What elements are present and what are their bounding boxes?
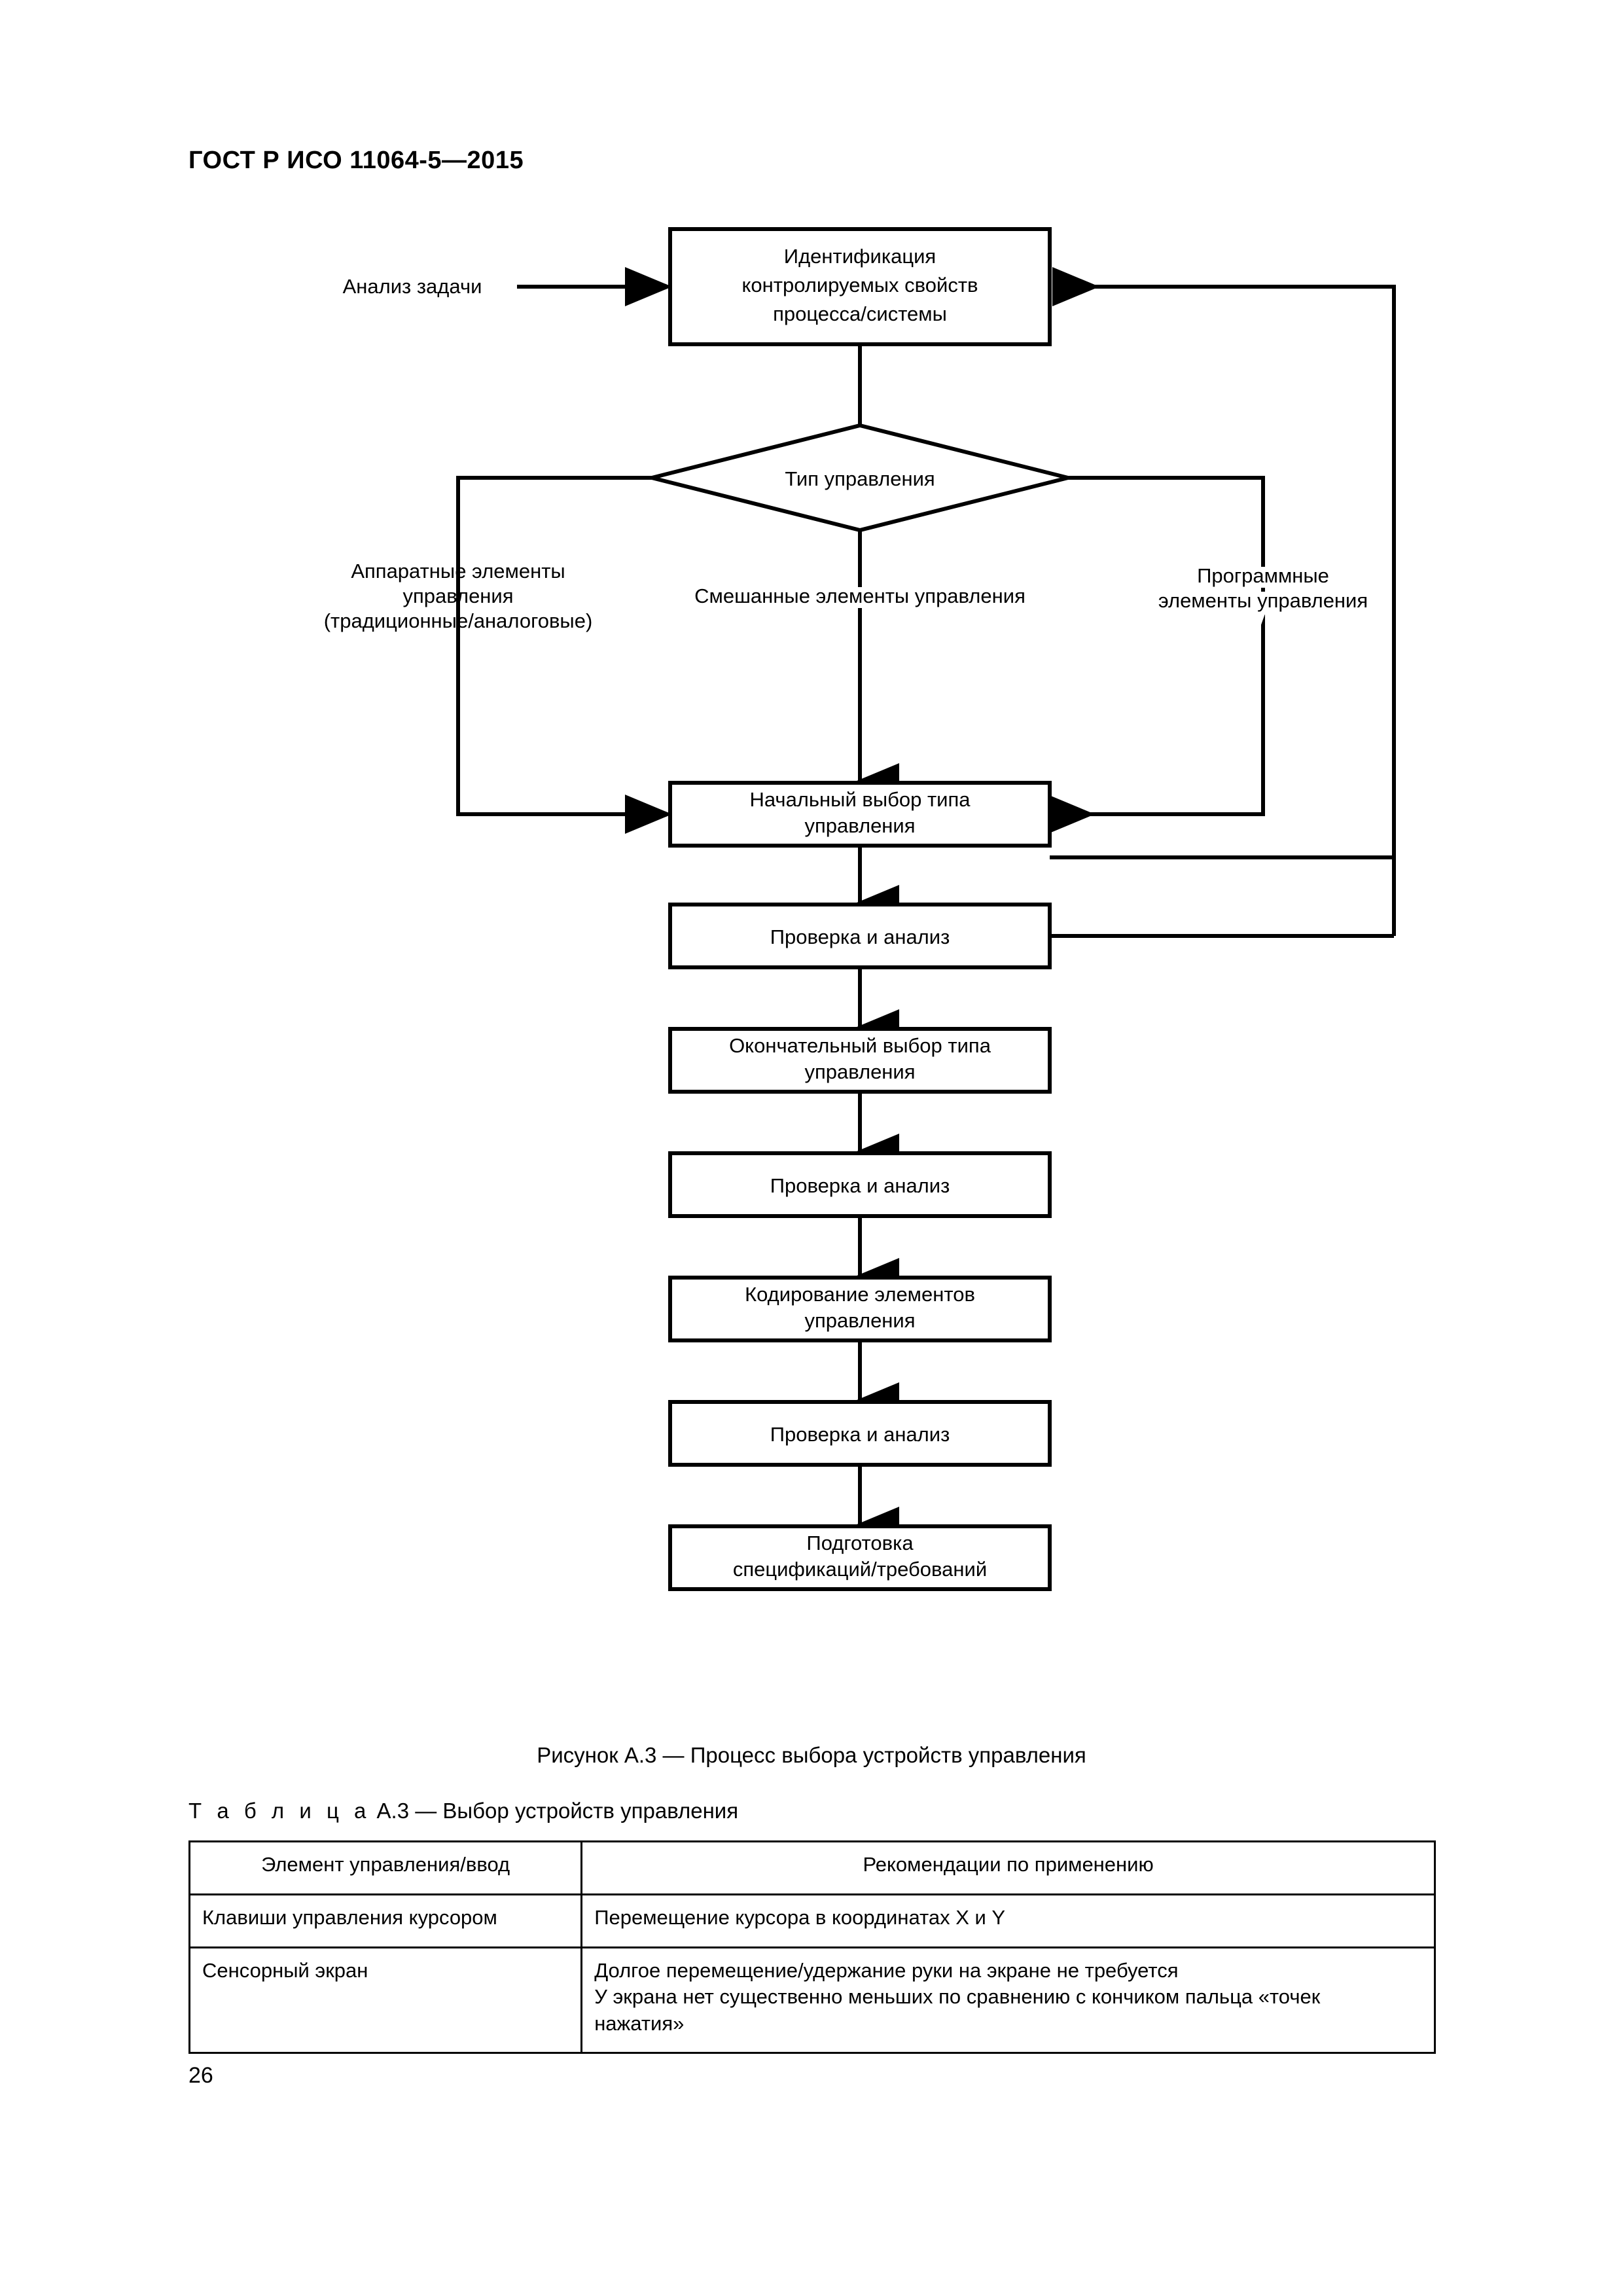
node-identification-line-3: процесса/системы xyxy=(773,302,947,325)
table-cell-control: Сенсорный экран xyxy=(188,1946,583,2054)
table-header-control: Элемент управления/ввод xyxy=(188,1840,583,1895)
node-final-choice xyxy=(668,1027,1052,1094)
table-row: Клавиши управления курсором Перемещение … xyxy=(188,1893,1436,1948)
node-check-2-label: Проверка и анализ xyxy=(770,1174,950,1197)
node-preparation-line-1: Подготовка xyxy=(806,1532,914,1554)
node-check-1-label: Проверка и анализ xyxy=(770,925,950,948)
node-check-3-label: Проверка и анализ xyxy=(770,1423,950,1446)
node-initial-choice xyxy=(668,781,1052,848)
table-cell-recommendation-line: Перемещение курсора в координатах X и Y xyxy=(594,1906,1006,1929)
table-cell-recommendation: Долгое перемещение/удержание руки на экр… xyxy=(580,1946,1436,2054)
node-check-3 xyxy=(668,1400,1052,1467)
branch-right-label-line-2: элементы управления xyxy=(1158,589,1368,612)
branch-right-software-path xyxy=(1048,476,1265,834)
node-identification-line-2: контролируемых свойств xyxy=(741,274,978,296)
branch-right-label-line-1: Программные xyxy=(1197,564,1329,587)
table-header-row: Элемент управления/ввод Рекомендации по … xyxy=(188,1840,1436,1895)
page-number: 26 xyxy=(188,2063,213,2088)
node-final-choice-line-2: управления xyxy=(804,1060,915,1083)
flowchart-figure-a3: Анализ задачи Идентификация контролируем… xyxy=(324,227,1396,1591)
table-row: Сенсорный экран Долгое перемещение/удерж… xyxy=(188,1946,1436,2054)
node-identification-line-1: Идентификация xyxy=(784,245,936,268)
branch-left-hardware-path xyxy=(456,476,672,834)
table-cell-recommendation-line: У экрана нет существенно меньших по срав… xyxy=(594,1985,1321,2009)
table-cell-recommendation-line: Долгое перемещение/удержание руки на экр… xyxy=(594,1959,1179,1982)
table-caption-rest: А.3 — Выбор устройств управления xyxy=(370,1799,739,1823)
table-cell-recommendation: Перемещение курсора в координатах X и Y xyxy=(580,1893,1436,1948)
branch-middle-label: Смешанные элементы управления xyxy=(694,584,1026,607)
table-caption-prefix: Т а б л и ц а xyxy=(188,1799,371,1823)
table-cell-control: Клавиши управления курсором xyxy=(188,1893,583,1948)
node-coding xyxy=(668,1276,1052,1342)
node-final-choice-line-1: Окончательный выбор типа xyxy=(729,1034,991,1057)
table-cell-recommendation-line: нажатия» xyxy=(594,2011,685,2035)
node-coding-line-1: Кодирование элементов xyxy=(745,1283,975,1306)
branch-left-label-line-3: (традиционные/аналоговые) xyxy=(324,609,593,632)
node-decision-label: Тип управления xyxy=(785,467,935,490)
branch-left-label-line-1: Аппаратные элементы xyxy=(351,560,565,583)
node-preparation-line-2: спецификаций/требований xyxy=(733,1558,987,1581)
figure-caption-a3: Рисунок А.3 — Процесс выбора устройств у… xyxy=(537,1743,1086,1767)
branch-left-label-line-2: управления xyxy=(402,584,513,607)
table-a3-control-devices: Элемент управления/ввод Рекомендации по … xyxy=(188,1840,1436,2054)
node-coding-line-2: управления xyxy=(804,1309,915,1332)
document-header-standard-number: ГОСТ Р ИСО 11064-5—2015 xyxy=(188,147,524,174)
node-preparation xyxy=(668,1524,1052,1591)
table-header-recommendation: Рекомендации по применению xyxy=(580,1840,1436,1895)
node-check-2 xyxy=(668,1151,1052,1218)
flow-input-label: Анализ задачи xyxy=(343,275,482,298)
node-initial-choice-line-2: управления xyxy=(804,814,915,837)
node-initial-choice-line-1: Начальный выбор типа xyxy=(749,788,971,811)
table-caption-a3: Т а б л и ц а А.3 — Выбор устройств упра… xyxy=(188,1799,738,1823)
node-check-1 xyxy=(668,903,1052,969)
